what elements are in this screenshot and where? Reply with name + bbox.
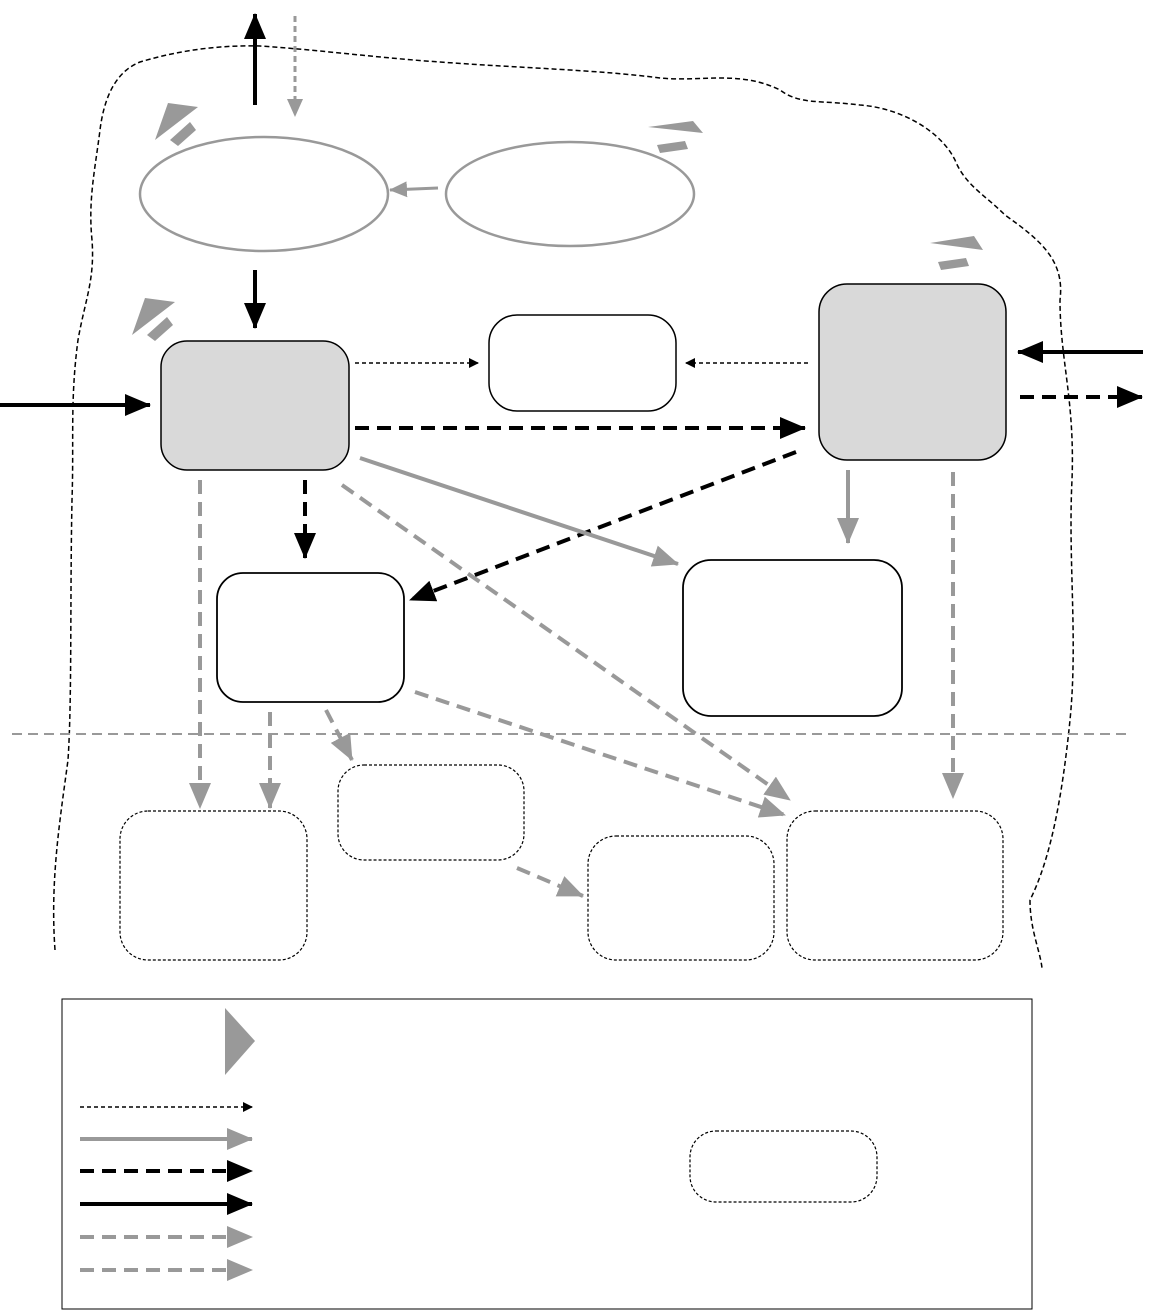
chevron-icon-top-left	[155, 103, 198, 146]
box-dotted-bottom-right	[786, 810, 1004, 961]
arrow-right-box-to-mid-left	[409, 450, 797, 602]
ellipse-right	[444, 140, 696, 248]
arrow-small-center-to-bottom-center	[516, 866, 584, 898]
box-gray-left	[160, 340, 350, 471]
box-dotted-bottom-left	[119, 810, 308, 961]
box-dotted-bottom-center	[587, 835, 775, 961]
arrow-left-box-to-mid-right	[359, 456, 679, 567]
legend-triangle-icon	[225, 1008, 255, 1075]
box-dotted-small-center	[337, 764, 525, 861]
box-gray-right	[818, 283, 1007, 461]
legend-frame	[61, 998, 1033, 1310]
arrow-ellipse-right-to-left	[389, 181, 439, 198]
legend-dotted-box	[689, 1130, 878, 1203]
chevron-icon-box-right	[930, 236, 983, 270]
box-mid-left	[216, 572, 405, 703]
arrow-mid-left-to-small-center	[324, 709, 354, 761]
chevron-icon-box-left	[132, 298, 175, 341]
arrow-left-box-to-bottom-right	[340, 483, 792, 802]
chevron-icon-top-right	[648, 121, 703, 153]
ellipse-left	[138, 135, 390, 253]
box-mid-right	[682, 559, 903, 717]
box-top-center	[488, 314, 677, 412]
system-boundary	[52, 45, 1074, 969]
legend	[61, 998, 1033, 1310]
